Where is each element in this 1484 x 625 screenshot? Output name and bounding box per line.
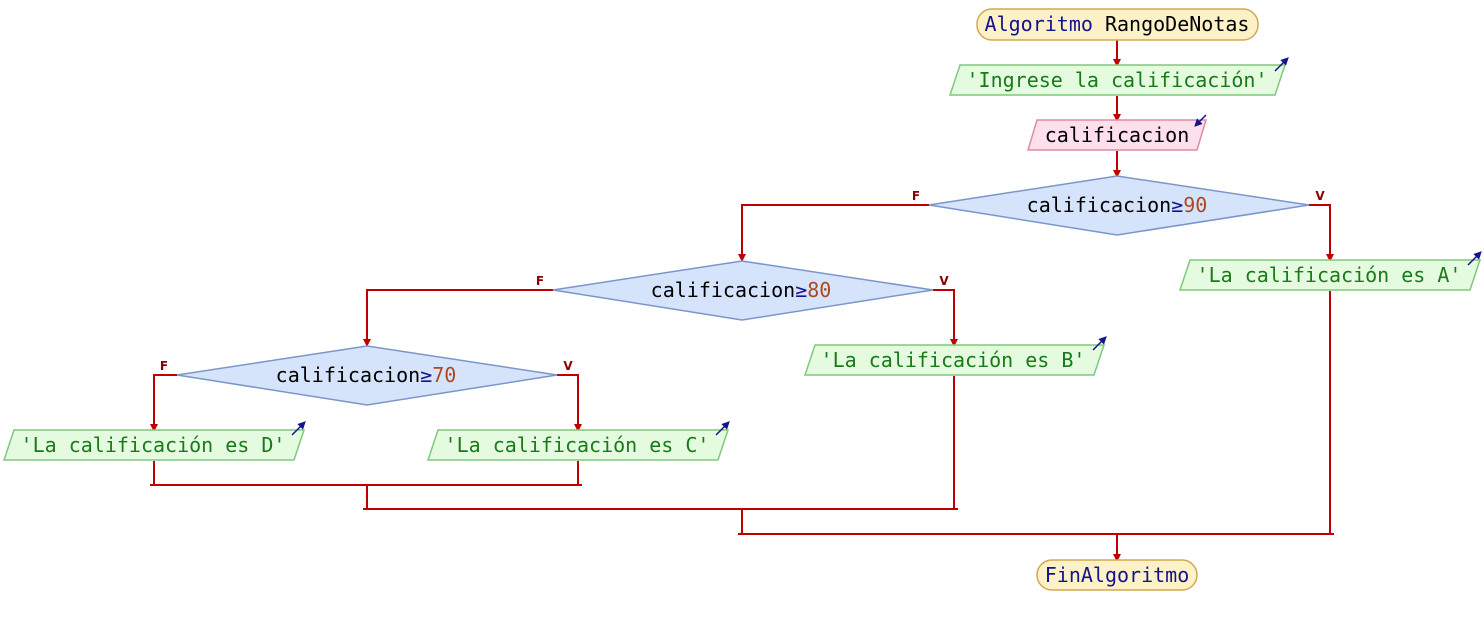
output-arrow-icon [1092,336,1107,351]
output-grade-a-shape [1178,259,1482,291]
input-read-shape [1026,119,1208,151]
decision-70-variable: calificacion [276,363,421,387]
prompt-output-shape [948,64,1287,96]
decision-70-shape [176,345,558,406]
start-keyword: Algoritmo [985,12,1093,36]
algorithm-name: RangoDeNotas [1105,12,1250,36]
output-grade-b-label: 'La calificación es B' [821,348,1086,372]
decision-80[interactable]: calificacion≥80 F V [536,260,949,321]
decision-70-operator: ≥ [420,363,432,387]
decision-90-operator: ≥ [1171,193,1183,217]
output-arrow-icon [715,421,730,436]
decision-80-true-label: V [939,274,949,288]
edge-decision-90-false [738,204,929,262]
output-grade-a-label: 'La calificación es A' [1197,263,1462,287]
decision-90-false-label: F [912,189,920,203]
decision-90-shape [928,175,1310,236]
decision-70[interactable]: calificacion≥70 F V [160,345,573,406]
input-arrow-icon [1194,114,1207,127]
decision-80-operator: ≥ [795,278,807,302]
flow-connectors [150,40,1334,562]
decision-80-label: calificacion≥80 [651,278,832,302]
edge-decision-80-false [363,289,553,347]
decision-90-true-label: V [1315,189,1325,203]
output-grade-d-shape [2,429,306,461]
output-grade-c-label: 'La calificación es C' [445,433,710,457]
join-ticks [153,480,1331,534]
output-arrow-icon [1274,57,1289,72]
input-read-label: calificacion [1045,123,1190,147]
decision-70-label: calificacion≥70 [276,363,457,387]
edge-decision-80-true [933,289,958,347]
end-terminal[interactable]: FinAlgoritmo [1036,559,1198,591]
start-terminal-shape [976,8,1259,41]
edge-decision-70-true [557,374,582,432]
decision-90-value: 90 [1183,193,1207,217]
decision-90[interactable]: calificacion≥90 F V [912,175,1325,236]
decision-90-variable: calificacion [1027,193,1172,217]
prompt-output-label: 'Ingrese la calificación' [966,68,1267,92]
decision-70-true-label: V [563,359,573,373]
output-grade-b-shape [803,344,1106,376]
edge-decision-70-false [150,374,177,432]
edge-decision-90-true [1309,204,1334,262]
start-terminal[interactable]: Algoritmo RangoDeNotas [976,8,1259,41]
decision-80-variable: calificacion [651,278,796,302]
output-arrow-icon [291,421,306,436]
decision-80-value: 80 [807,278,831,302]
output-grade-c[interactable]: 'La calificación es C' [426,421,730,461]
prompt-output[interactable]: 'Ingrese la calificación' [948,57,1289,96]
output-grade-a[interactable]: 'La calificación es A' [1178,251,1482,291]
output-grade-d[interactable]: 'La calificación es D' [2,421,306,461]
decision-70-value: 70 [432,363,456,387]
output-grade-d-label: 'La calificación es D' [21,433,286,457]
decision-80-shape [552,260,934,321]
decision-80-false-label: F [536,274,544,288]
input-read[interactable]: calificacion [1026,114,1208,151]
start-terminal-label: Algoritmo RangoDeNotas [985,12,1250,36]
output-grade-c-shape [426,429,730,461]
decision-90-label: calificacion≥90 [1027,193,1208,217]
end-terminal-label: FinAlgoritmo [1045,563,1190,587]
output-grade-b[interactable]: 'La calificación es B' [803,336,1107,376]
decision-70-false-label: F [160,359,168,373]
end-terminal-shape [1036,559,1198,591]
output-arrow-icon [1467,251,1482,266]
